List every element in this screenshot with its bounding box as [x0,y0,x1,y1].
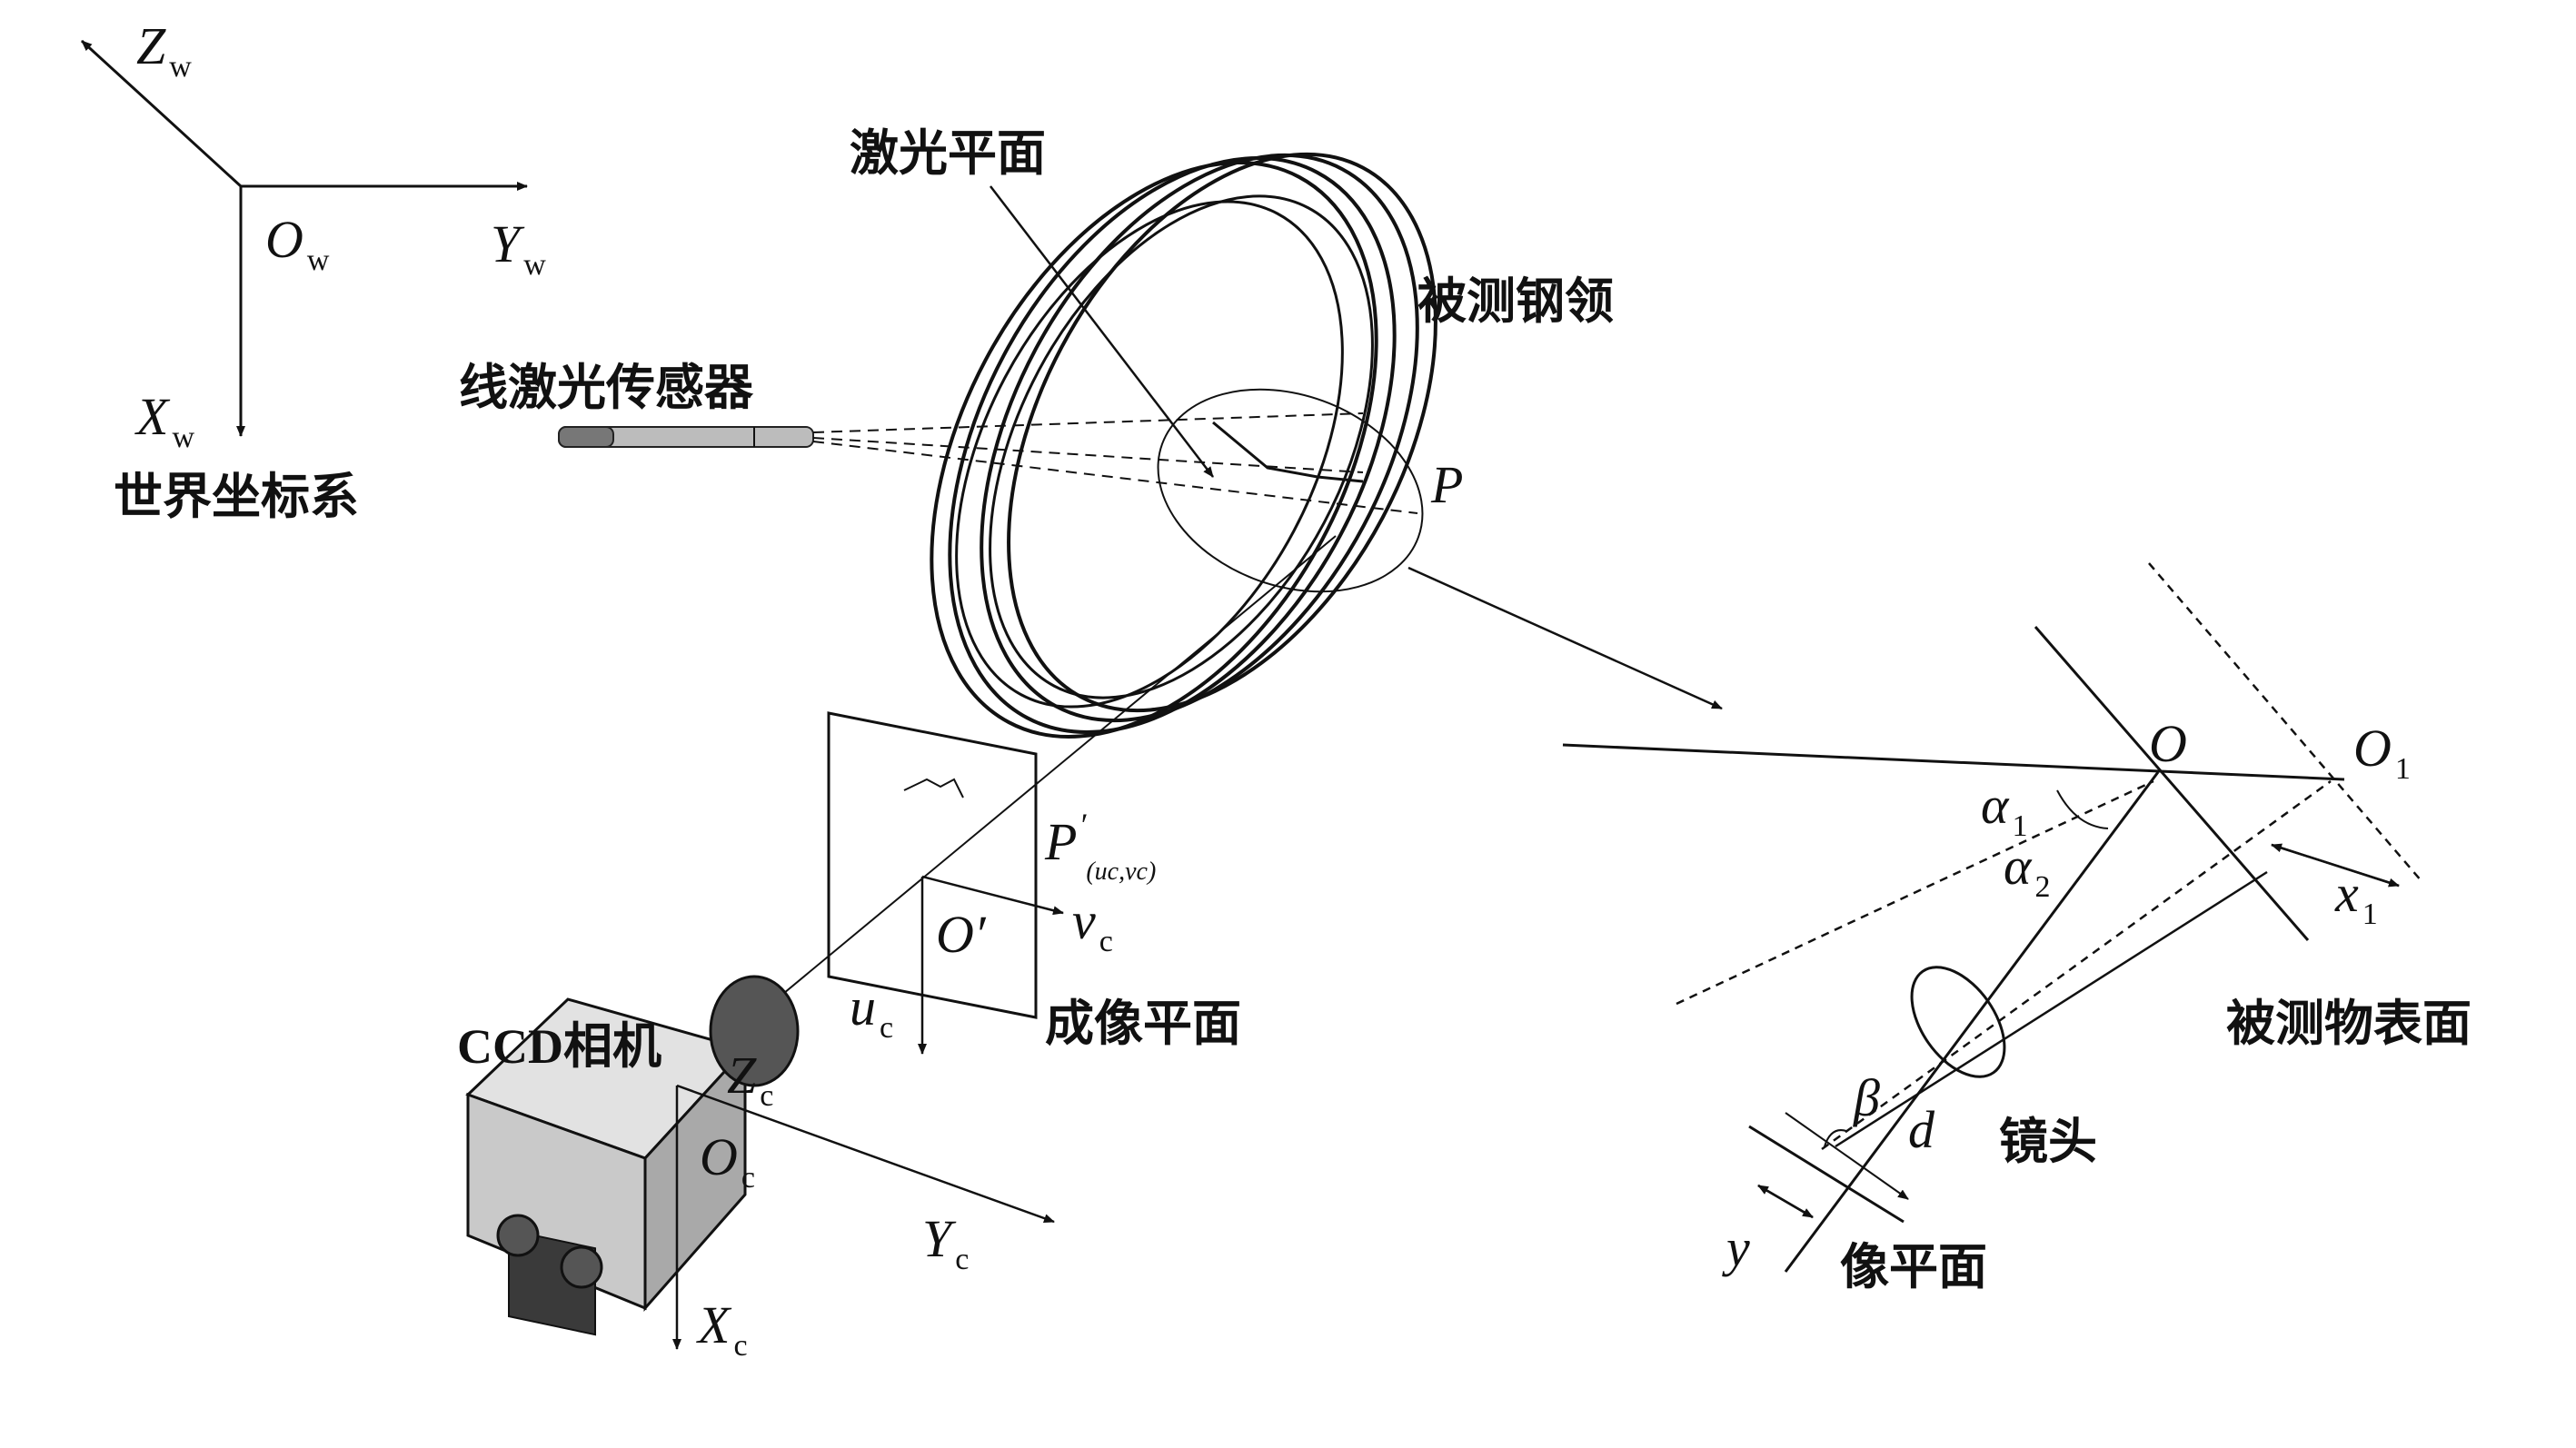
measured-ring-label: 被测钢领 [1417,273,1614,330]
y-label: y [1726,1218,1750,1277]
laser-plane-label: 激光平面 [850,124,1046,182]
measured-surface-label: 被测物表面 [2226,995,2472,1052]
o-label: O [2149,714,2187,773]
imaging-plane-label: 成像平面 [1045,995,1241,1052]
laser-plane-ellipse [1157,388,1424,593]
d-label: d [1908,1100,1934,1159]
lens-ellipse [1910,966,2006,1078]
camera-axes [672,1084,1055,1350]
ccd-camera-label: CCD相机 [457,1019,661,1074]
laser-fan [812,412,1418,514]
beta-label: β [1854,1068,1880,1127]
laser-sensor-icon [558,426,814,448]
world-axes [80,39,528,437]
triangulation-geometry [1562,626,2345,1273]
o-prime-label: O′ [936,905,986,964]
lens-label: 镜头 [1999,1113,2097,1170]
image-plane-label: 像平面 [1840,1238,1987,1295]
steel-ring-icon [930,152,1437,739]
laser-stripe [1212,421,1364,483]
laser-plane-pointer [990,185,1214,478]
imaging-plane-rect [827,711,1038,1019]
dashed-lines [1676,562,2422,1151]
image-stripe [903,778,964,798]
zoom-arrow [1407,566,1723,710]
p-prime-label: P′(uc,vc) [1045,807,1157,886]
p-label: P [1431,455,1464,514]
laser-sensor-label: 线激光传感器 [459,359,753,416]
world-cs-label: 世界坐标系 [114,468,359,525]
